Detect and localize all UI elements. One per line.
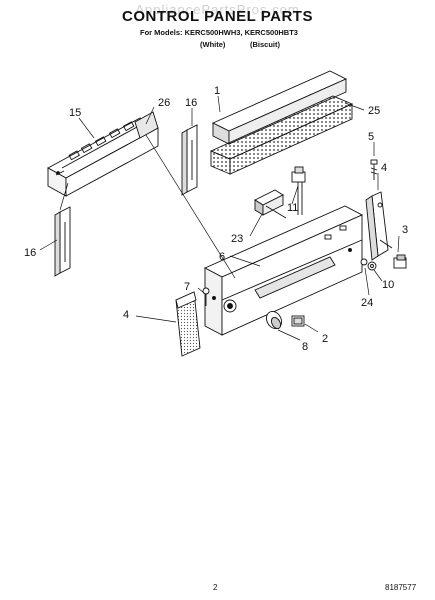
page-number: 2 <box>213 583 218 592</box>
part-2-button <box>291 315 305 327</box>
part-11-connector <box>291 166 306 215</box>
callout-6: 6 <box>219 251 225 263</box>
callout-4-right: 4 <box>381 162 387 174</box>
callout-16-upper: 16 <box>185 97 197 109</box>
callout-7: 7 <box>184 281 190 293</box>
callout-16-lower: 16 <box>24 247 36 259</box>
document-number: 8187577 <box>385 583 417 592</box>
part-24-washer <box>360 258 368 266</box>
part-25-insulation-pad <box>209 95 354 175</box>
variant-white: (White) <box>200 40 226 49</box>
part-16-bracket-upper <box>181 124 198 196</box>
part-8-knob <box>266 311 282 330</box>
watermark: AppliancePartsPros.com <box>135 2 300 17</box>
part-7-screw <box>202 287 210 306</box>
part-16-bracket-lower <box>54 206 71 277</box>
part-26-overlay <box>134 111 159 139</box>
callout-23: 23 <box>231 233 243 245</box>
callout-24: 24 <box>361 297 373 309</box>
callout-3: 3 <box>402 224 408 236</box>
callout-10: 10 <box>382 279 394 291</box>
callout-2: 2 <box>322 333 328 345</box>
part-10-nut <box>367 261 377 271</box>
part-5-screw <box>370 159 378 180</box>
leader-lines <box>39 95 400 341</box>
callout-26: 26 <box>158 97 170 109</box>
part-23-terminal-block <box>254 189 287 219</box>
callout-8: 8 <box>302 341 308 353</box>
part-15-control-board <box>47 117 159 197</box>
part-6-control-panel <box>203 205 364 336</box>
callout-15: 15 <box>69 107 81 119</box>
variant-biscuit: (Biscuit) <box>250 40 280 49</box>
part-3-switch <box>393 254 407 269</box>
callout-5: 5 <box>368 131 374 143</box>
callout-1: 1 <box>214 85 220 97</box>
callout-11: 11 <box>287 202 298 214</box>
part-4-end-cap-right <box>365 191 393 261</box>
callout-4-left: 4 <box>123 309 129 321</box>
part-4-end-cap-left <box>175 291 201 357</box>
models-line: For Models: KERC500HWH3, KERC500HBT3 <box>140 28 298 37</box>
page-title: CONTROL PANEL PARTS <box>122 8 313 25</box>
callout-25: 25 <box>368 105 380 117</box>
part-1-trim-strip <box>211 70 348 145</box>
